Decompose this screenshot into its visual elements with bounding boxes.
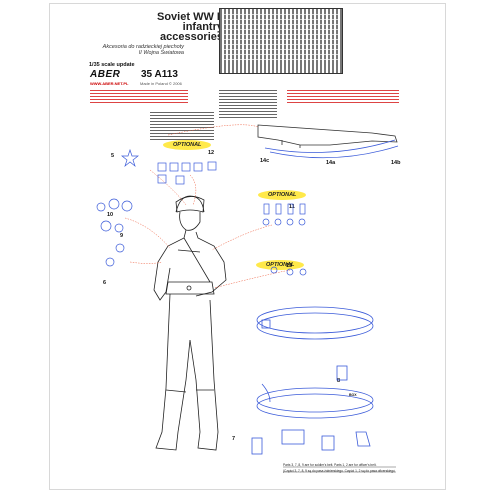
part-number: 13 [286,263,293,269]
sheet-title: Soviet WW II infantry accessories [83,11,223,43]
part-number: 5 [111,153,115,159]
title-line-3: accessories [160,31,223,43]
part-number: 8 [337,378,341,384]
instruction-sheet [49,3,446,490]
title-line-2: infantry [182,21,223,33]
product-code: 35 A113 [141,69,178,80]
correction-text-block [287,90,399,104]
subtitle-line-1: Akcesoria do radzieckiej piechoty [102,44,184,50]
rifle-sling-drawing [257,124,399,159]
belt-drawings [251,306,374,455]
optional-badge-1: OPTIONAL [163,140,212,150]
part-number: 7 [232,436,236,442]
subtitle-line-2: II Wojna Światowa [138,50,184,56]
title-line-1: Soviet WW II [157,11,223,23]
guide-lines [124,124,291,289]
part-number: 14c [260,158,270,164]
soldier-figure-drawing [153,195,227,451]
brand-logo: ABER [90,69,121,80]
footer-text-pl: (Części 3, 7, 8, 9 są do pasa żołnierski… [283,469,395,473]
part-number: 14a [326,160,336,166]
part-number: 12 [208,150,215,156]
sheet-subtitle: Akcesoria do radzieckiej piechoty II Woj… [76,44,184,56]
footer-text-en: Parts 3, 7, 8, 9 are for soldier's belt.… [283,463,377,467]
optional-badge-2: OPTIONAL [258,190,307,200]
part-number: 10 [107,212,114,218]
part-number: 9 [120,233,124,239]
tools-text-block [219,90,277,120]
footer-lines [283,466,396,473]
warning-text-block [90,90,188,104]
intro-text-block [150,112,214,142]
part-number: 6 [103,280,107,286]
made-in-label: Made in Poland © 2006 [140,81,182,86]
scale-label: 1/35 scale update [89,62,135,68]
part-number: 11 [289,204,295,210]
box-label: BOX [349,393,357,397]
medals-insignia [96,148,307,276]
photo-etched-fret [219,8,343,74]
part-number: 14b [391,160,401,166]
optional-badge-3: OPTIONAL [256,260,305,270]
website-url: WWW.ABER.NET.PL [90,81,129,86]
